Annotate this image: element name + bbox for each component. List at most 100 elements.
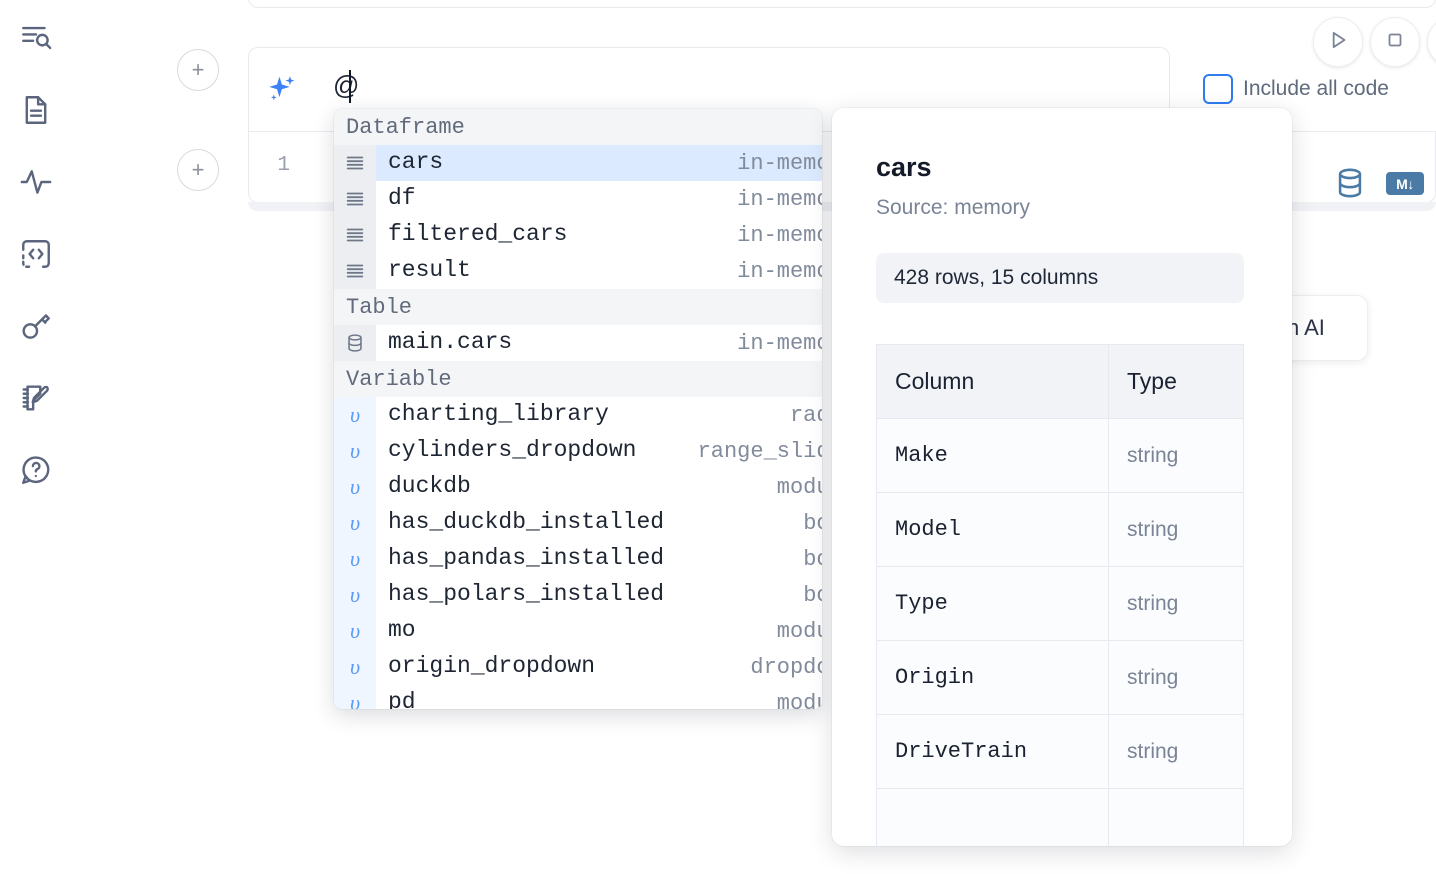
autocomplete-item[interactable]: υpd module (334, 685, 822, 709)
autocomplete-item-name: has_polars_installed (388, 581, 665, 607)
sidebar-item-notebook[interactable] (14, 88, 58, 132)
autocomplete-item[interactable]: υ has_duckdb_installed bool (334, 505, 822, 541)
ai-sparkle-icon (265, 73, 299, 107)
variable-v-icon: υ (334, 505, 376, 541)
markdown-download-icon[interactable]: M↓ (1386, 172, 1424, 195)
column-name-cell: Origin (876, 640, 1108, 714)
table-row (876, 788, 1244, 846)
table-header-cell: Column (876, 344, 1108, 418)
column-name-cell: Type (876, 566, 1108, 640)
autocomplete-item-name: mo (388, 617, 416, 643)
autocomplete-item-type: in-memory (737, 258, 822, 284)
sidebar-item-help[interactable] (14, 448, 58, 492)
sidebar-item-secrets[interactable] (14, 304, 58, 348)
list-lines-icon (334, 253, 376, 289)
autocomplete-item-name: cylinders_dropdown (388, 437, 637, 463)
autocomplete-item-name: has_pandas_installed (388, 545, 665, 571)
add-cell-button-top[interactable]: + (177, 49, 219, 91)
autocomplete-item-name: has_duckdb_installed (388, 509, 665, 535)
activity-icon (19, 165, 53, 199)
autocomplete-item-body: has_polars_installedbool (376, 577, 822, 613)
autocomplete-item-name: cars (388, 149, 444, 175)
autocomplete-item-type: dropdown (750, 654, 822, 680)
autocomplete-item-name: pd (388, 689, 416, 709)
preview-title: cars (876, 152, 932, 182)
autocomplete-item-body: origin_dropdowndropdown (376, 649, 822, 685)
variable-v-icon: υ (334, 577, 376, 613)
autocomplete-item-type: bool (803, 510, 822, 536)
variable-v-icon: υ (334, 685, 376, 709)
autocomplete-item-name: duckdb (388, 473, 471, 499)
stop-square-icon (1383, 28, 1407, 57)
add-cell-button-bottom[interactable]: + (177, 149, 219, 191)
column-name-cell: DriveTrain (876, 714, 1108, 788)
column-type-cell: string (1108, 492, 1244, 566)
text-caret (349, 70, 351, 103)
line-number: 1 (277, 154, 290, 177)
column-name-cell: Model (876, 492, 1108, 566)
autocomplete-group-header: Table (334, 289, 822, 325)
database-icon[interactable] (1333, 166, 1367, 205)
file-search-icon (19, 21, 53, 55)
autocomplete-item-body: pd module (376, 685, 822, 709)
more-actions-button[interactable] (1427, 17, 1436, 67)
autocomplete-item-name: charting_library (388, 401, 609, 427)
generate-with-ai-button[interactable]: h AI (1282, 295, 1368, 361)
notebook-pencil-icon (19, 381, 53, 415)
variable-v-icon: υ (334, 613, 376, 649)
autocomplete-item[interactable]: υmo module (334, 613, 822, 649)
autocomplete-item-type: module (776, 690, 822, 710)
include-all-code-label: Include all code (1243, 77, 1389, 100)
column-type-cell: string (1108, 640, 1244, 714)
sidebar-rail (0, 0, 72, 874)
sidebar-item-snippets[interactable] (14, 232, 58, 276)
autocomplete-item-type: in-memory (737, 222, 822, 248)
sidebar-item-activity[interactable] (14, 160, 58, 204)
dataframe-preview-panel: cars Source: memory 428 rows, 15 columns… (832, 108, 1292, 846)
column-type-cell: string (1108, 714, 1244, 788)
sidebar-item-explore[interactable] (14, 16, 58, 60)
sidebar-item-scratchpad[interactable] (14, 376, 58, 420)
variable-v-icon: υ (334, 469, 376, 505)
ai-prompt-input[interactable]: @ (333, 70, 360, 100)
autocomplete-item[interactable]: cars in-memory (334, 145, 822, 181)
autocomplete-item-type: module (776, 474, 822, 500)
autocomplete-item-body: duckdb module (376, 469, 822, 505)
list-lines-icon (334, 217, 376, 253)
play-icon (1325, 27, 1351, 58)
column-name-cell: Make (876, 418, 1108, 492)
database-icon (334, 325, 376, 361)
autocomplete-dropdown[interactable]: Dataframecarsin-memorydfin-memoryfiltere… (334, 109, 822, 709)
autocomplete-item-type: module (776, 618, 822, 644)
list-lines-icon (334, 181, 376, 217)
include-all-code-checkbox[interactable] (1203, 74, 1233, 104)
autocomplete-item-body: mo module (376, 613, 822, 649)
run-cell-button[interactable] (1313, 17, 1363, 67)
column-type-cell: string (1108, 566, 1244, 640)
include-all-code-row[interactable]: Include all code (1203, 74, 1389, 104)
column-type-cell: string (1108, 418, 1244, 492)
autocomplete-item-name: main.cars (388, 329, 513, 355)
key-icon (19, 309, 53, 343)
stop-cell-button[interactable] (1370, 17, 1420, 67)
code-brackets-icon (19, 237, 53, 271)
column-name-cell (876, 788, 1108, 846)
autocomplete-item-type: in-memory (737, 150, 822, 176)
